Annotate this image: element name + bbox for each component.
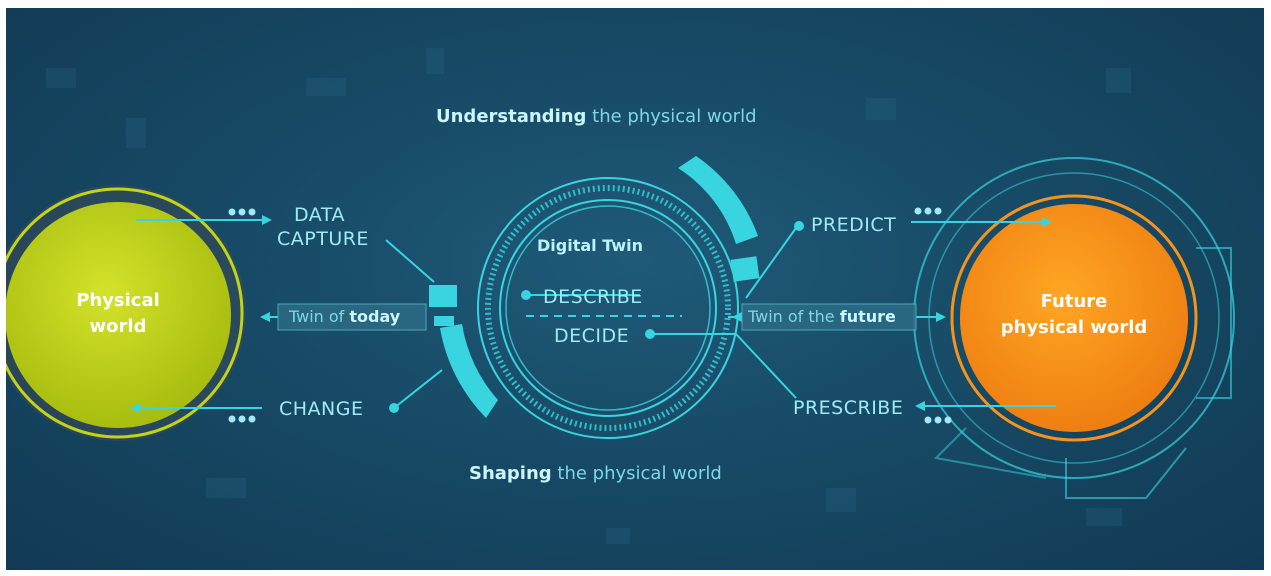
ellipsis-dots	[228, 207, 952, 424]
prescribe-label: PRESCRIBE	[793, 397, 904, 419]
twin-of-future-label: Twin of the future	[748, 307, 896, 326]
change-label: CHANGE	[279, 398, 364, 420]
data-capture-label-line1: DATA	[294, 204, 345, 226]
digital-twin-rings	[477, 177, 739, 439]
digital-twin-infographic: Understanding the physical world Shaping…	[6, 8, 1264, 570]
decide-label: DECIDE	[554, 325, 630, 347]
top-caption: Understanding the physical world	[436, 106, 757, 127]
twin-label-boxes	[277, 303, 917, 331]
diagram-graphics	[6, 48, 1235, 544]
predict-label: PREDICT	[811, 214, 897, 236]
future-world-circle	[913, 157, 1235, 499]
connector-dots	[389, 221, 804, 413]
bottom-caption: Shaping the physical world	[469, 463, 722, 484]
data-capture-label-line2: CAPTURE	[277, 228, 369, 250]
twin-of-today-label: Twin of today	[289, 307, 401, 326]
background-texture	[46, 48, 1131, 544]
digital-twin-title: Digital Twin	[537, 236, 644, 255]
physical-world-circle	[6, 185, 246, 441]
describe-label: DESCRIBE	[543, 286, 643, 308]
connector-arrowheads	[130, 215, 1052, 413]
connector-lines	[136, 219, 1056, 409]
digital-twin-arc-segments	[429, 156, 760, 418]
